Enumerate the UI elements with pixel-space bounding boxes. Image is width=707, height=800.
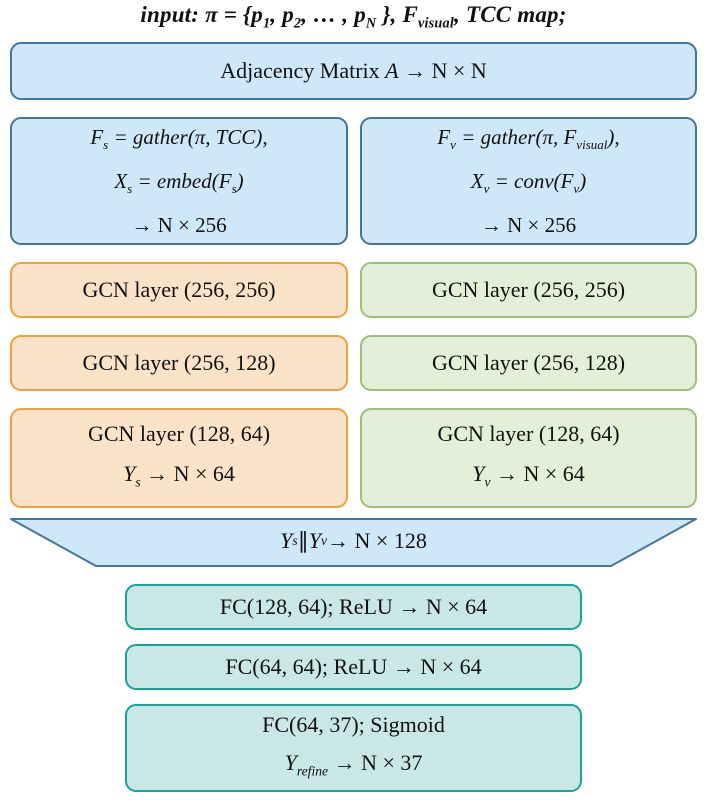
semantic-shape-line: → N × 256 — [131, 213, 227, 238]
fc-layer2-label: FC(64, 64); ReLU → N × 64 — [225, 654, 482, 679]
fc-layer1-label: FC(128, 64); ReLU → N × 64 — [219, 594, 488, 619]
fc-layer3-box: FC(64, 37); Sigmoid Yrefine → N × 37 — [125, 704, 582, 792]
fc-layer2-box: FC(64, 64); ReLU → N × 64 — [125, 644, 582, 690]
fc-layer3-label: FC(64, 37); Sigmoid — [262, 711, 445, 737]
gcn-semantic-layer1-box: GCN layer (256, 256) — [10, 262, 348, 318]
gcn-semantic-layer1-label: GCN layer (256, 256) — [82, 277, 276, 302]
gcn-semantic-output-label: Ys → N × 64 — [123, 460, 235, 490]
fc-output-label: Yrefine → N × 37 — [284, 749, 423, 779]
semantic-embed-line: Xs = embed(Fs) — [114, 169, 244, 197]
gcn-semantic-layer3-box: GCN layer (128, 64) Ys → N × 64 — [10, 408, 348, 508]
gcn-visual-output-label: Yv → N × 64 — [472, 460, 585, 490]
adjacency-matrix-label: Adjacency Matrix A → N × N — [220, 58, 487, 83]
semantic-feature-box: Fs = gather(π, TCC), Xs = embed(Fs) → N … — [10, 117, 348, 245]
visual-gather-line: Fv = gather(π, Fvisual), — [437, 124, 620, 152]
adjacency-matrix-box: Adjacency Matrix A → N × N — [10, 42, 697, 100]
gcn-semantic-layer2-label: GCN layer (256, 128) — [82, 350, 276, 375]
gcn-visual-layer3-box: GCN layer (128, 64) Yv → N × 64 — [360, 408, 697, 508]
gcn-visual-layer2-label: GCN layer (256, 128) — [431, 350, 626, 375]
visual-feature-box: Fv = gather(π, Fvisual), Xv = conv(Fv) →… — [360, 117, 697, 245]
fc-layer1-box: FC(128, 64); ReLU → N × 64 — [125, 584, 582, 630]
gcn-semantic-layer2-box: GCN layer (256, 128) — [10, 335, 348, 391]
semantic-gather-line: Fs = gather(π, TCC), — [90, 124, 268, 152]
funnel-shape — [10, 518, 697, 567]
gcn-visual-layer1-label: GCN layer (256, 256) — [431, 277, 626, 302]
visual-conv-line: Xv = conv(Fv) — [470, 169, 587, 197]
gcn-visual-layer1-box: GCN layer (256, 256) — [360, 262, 697, 318]
input-definition: input: π = {p1, p2, … , pN }, Fvisual, T… — [140, 2, 567, 32]
gcn-semantic-layer3-label: GCN layer (128, 64) — [87, 420, 271, 446]
gcn-visual-layer3-label: GCN layer (128, 64) — [437, 420, 620, 446]
visual-shape-line: → N × 256 — [480, 213, 577, 238]
gcn-visual-layer2-box: GCN layer (256, 128) — [360, 335, 697, 391]
